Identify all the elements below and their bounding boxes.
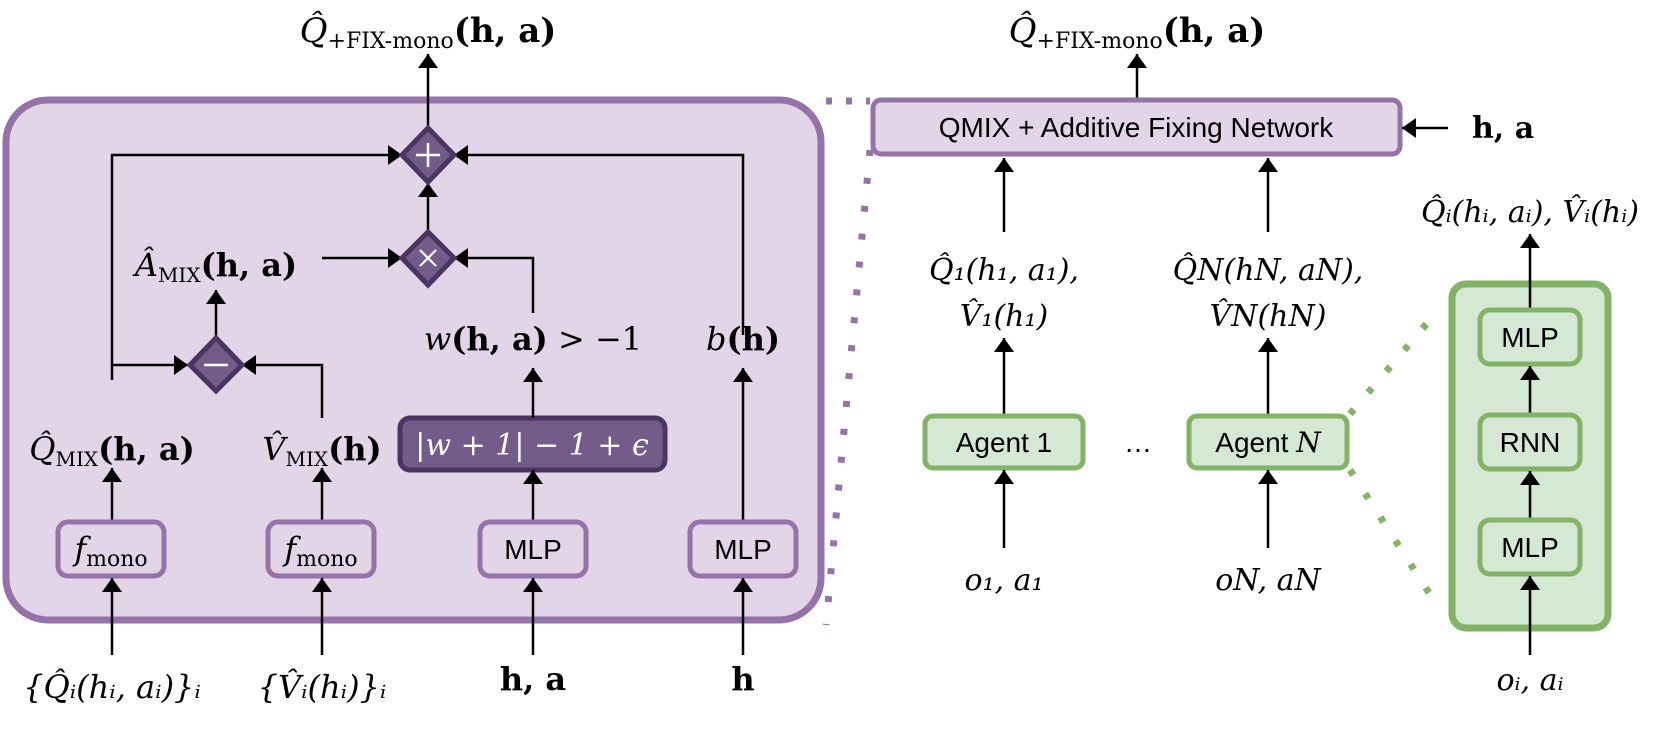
- fmono-box-2: fmono: [265, 519, 377, 579]
- times-node: [398, 228, 458, 289]
- qmix-network-box: [870, 97, 1403, 157]
- agent-detail-input: oᵢ, aᵢ: [1496, 663, 1563, 698]
- agents-ellipsis: …: [1124, 427, 1152, 458]
- detail-mlp-top: MLP: [1477, 307, 1583, 367]
- h-input: h: [731, 660, 754, 698]
- minus-node: [186, 334, 246, 395]
- detail-mlp-bottom: MLP: [1477, 517, 1583, 577]
- mlp-box-w: MLP: [477, 519, 589, 579]
- side-input-label: h, a: [1472, 111, 1534, 146]
- agent1-output-line1: Q̂₁(h₁, a₁),: [929, 253, 1079, 288]
- right-output-label: Q̂+FIX-mono(h, a): [1009, 10, 1266, 54]
- agentN-output-line2: V̂N(hN): [1210, 299, 1327, 334]
- q-set-input: {Q̂ᵢ(hᵢ, aᵢ)}ᵢ: [23, 668, 201, 706]
- svg-text:MLP: MLP: [714, 534, 772, 565]
- agent1-output-line2: V̂₁(h₁): [960, 299, 1048, 334]
- agent1-box: Agent 1: [922, 413, 1086, 471]
- mlp-box-b: MLP: [687, 519, 799, 579]
- agent-detail-output: Q̂ᵢ(hᵢ, aᵢ), V̂ᵢ(hᵢ): [1421, 195, 1639, 230]
- agent1-input: o₁, a₁: [964, 563, 1043, 598]
- a-mix-label: ÂMIX(h, a): [132, 246, 297, 287]
- detail-rnn: RNN: [1477, 412, 1583, 472]
- fixing-network-panel: [2, 96, 825, 624]
- w-label: w(h, a) > −1: [424, 320, 642, 358]
- left-output-label: Q̂+FIX-mono(h, a): [300, 10, 557, 54]
- qmix-network-label: QMIX + Additive Fixing Network: [939, 112, 1334, 143]
- b-to-plus-line: [454, 145, 745, 335]
- svg-text:MLP: MLP: [504, 534, 562, 565]
- agentN-box: Agent N: [1186, 413, 1350, 471]
- q-mix-label: Q̂MIX(h, a): [29, 430, 194, 471]
- agent-zoom-connector-top: [1347, 305, 1443, 417]
- qmix-to-plus-line: [110, 145, 402, 380]
- zoom-connector-side: [822, 149, 874, 626]
- w-to-times-line: [454, 248, 535, 313]
- svg-text:Agent 1: Agent 1: [956, 427, 1053, 458]
- svg-text:MLP: MLP: [1501, 532, 1559, 563]
- ha-input: h, a: [500, 660, 566, 698]
- agent-zoom-connector-bottom: [1347, 468, 1443, 612]
- plus-node: [398, 124, 458, 186]
- b-label: b(h): [706, 320, 780, 358]
- agentN-output-line1: Q̂N(hN, aN),: [1173, 253, 1364, 288]
- v-set-input: {V̂ᵢ(hᵢ)}ᵢ: [258, 668, 387, 706]
- vmix-to-minus-line: [242, 355, 324, 418]
- svg-text:Agent N: Agent N: [1215, 426, 1322, 459]
- v-mix-label: V̂MIX(h): [262, 430, 381, 471]
- svg-text:fmono: fmono: [282, 530, 357, 572]
- svg-text:RNN: RNN: [1500, 427, 1561, 458]
- fmono-box-1: fmono: [55, 519, 167, 579]
- agentN-input: oN, aN: [1215, 563, 1322, 598]
- abs-transform-label: |w + 1| − 1 + ϵ: [415, 428, 649, 463]
- svg-text:MLP: MLP: [1501, 322, 1559, 353]
